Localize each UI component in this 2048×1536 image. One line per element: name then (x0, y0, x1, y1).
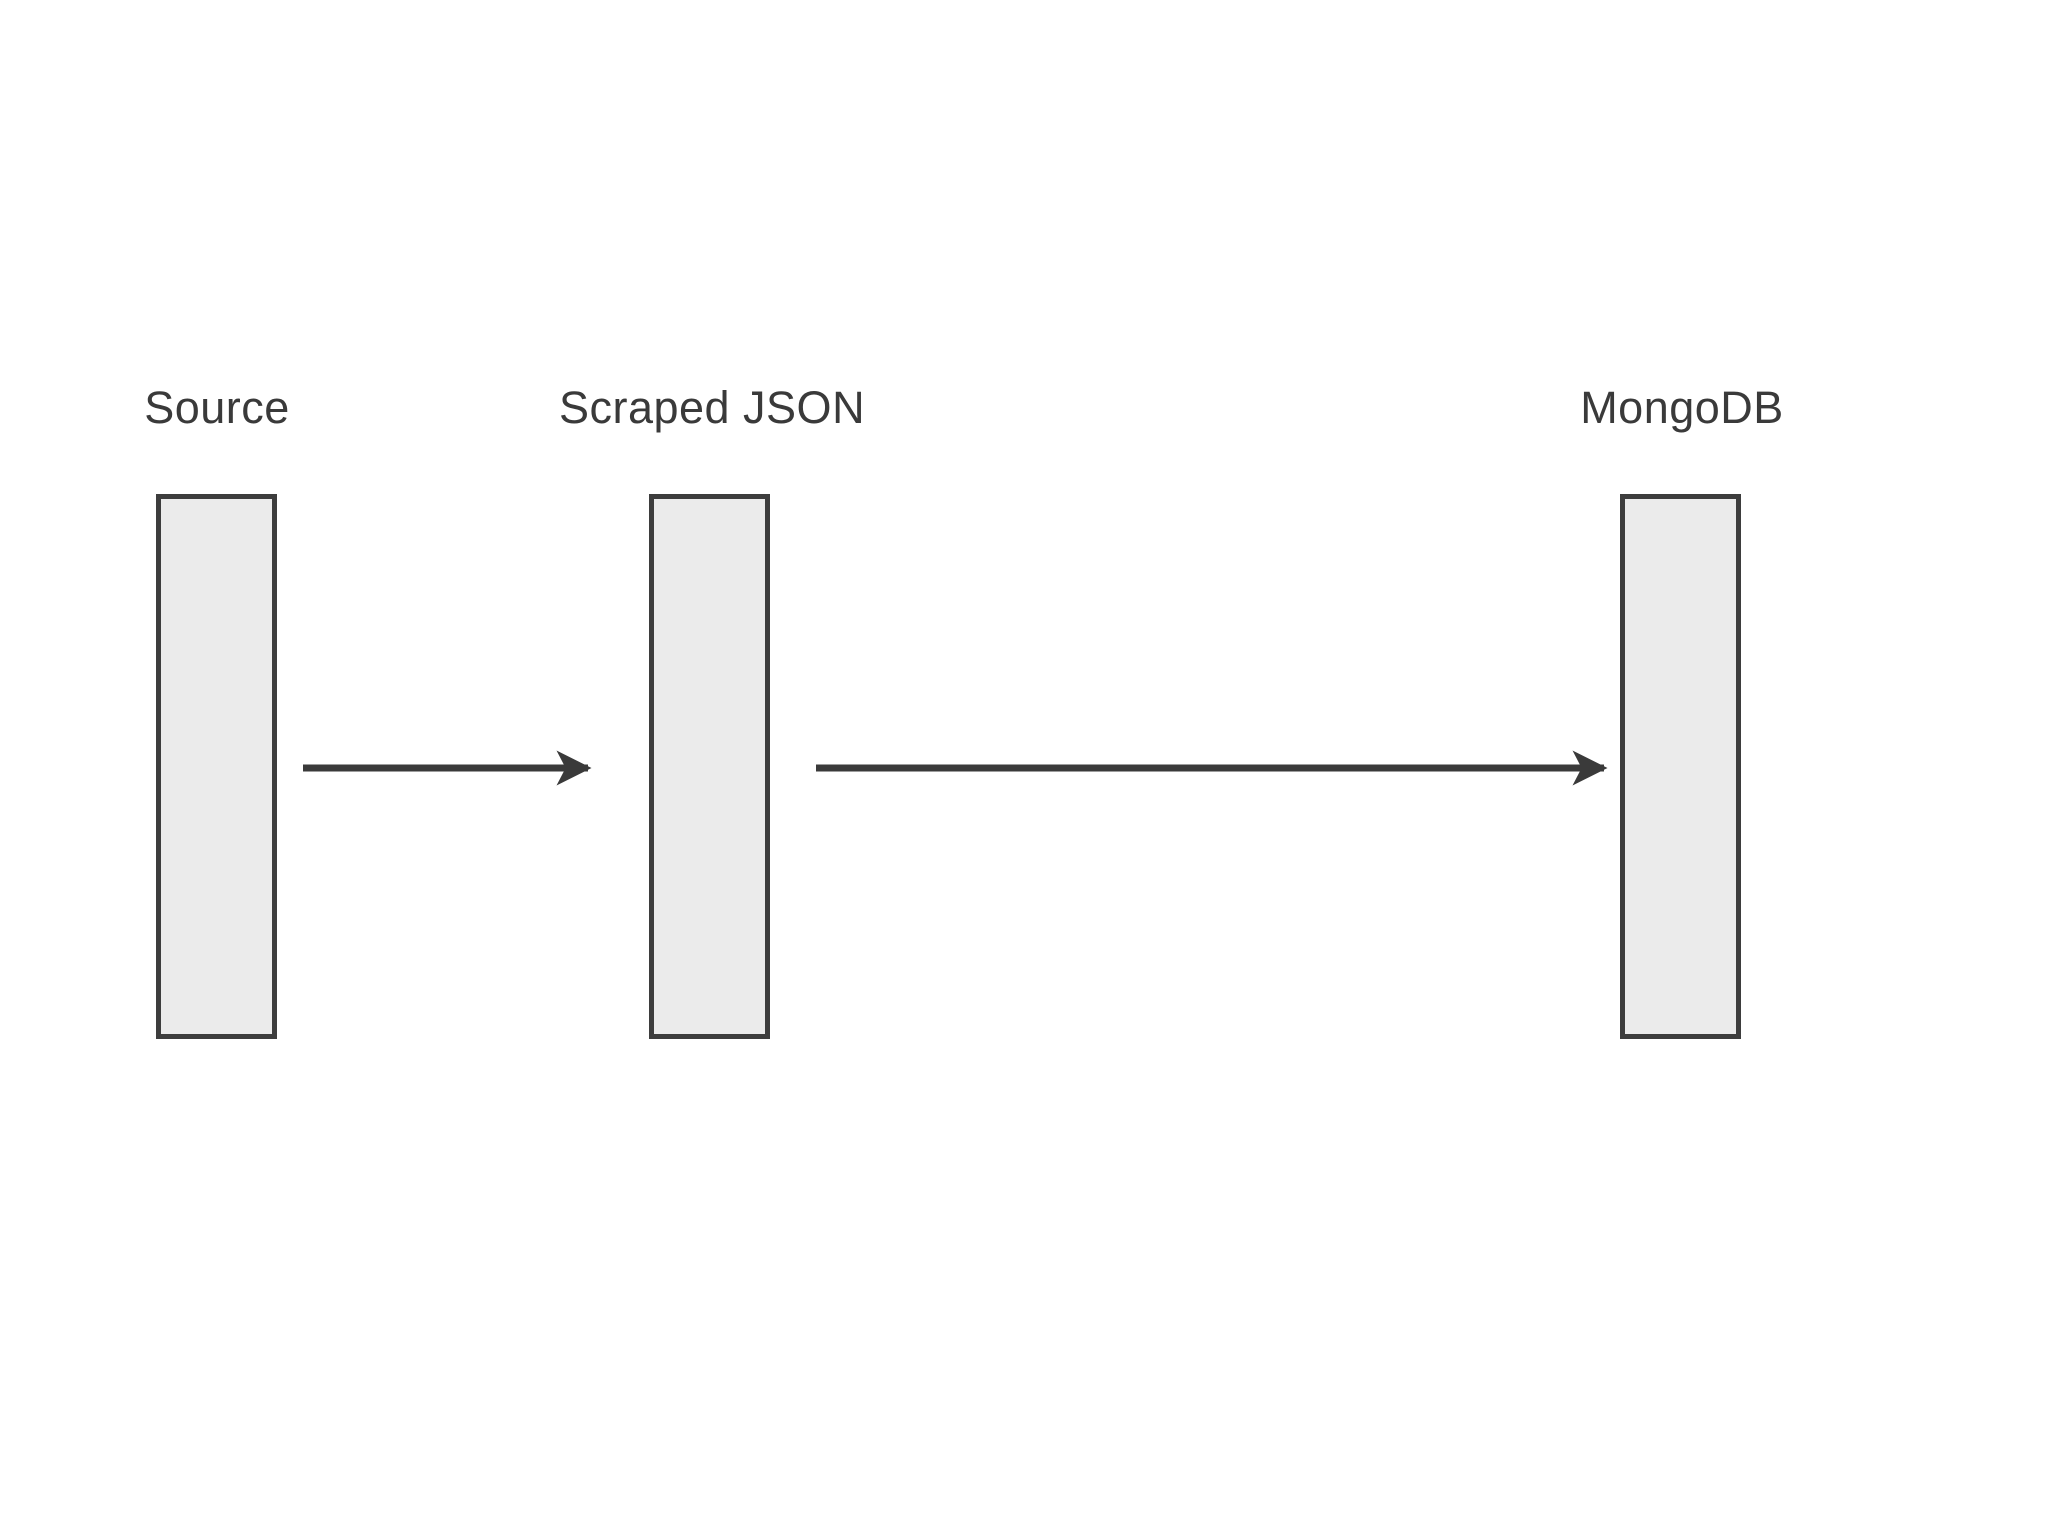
node-label-scraped-json: Scraped JSON (558, 382, 866, 433)
node-box-source (156, 494, 277, 1039)
node-box-scraped-json (649, 494, 770, 1039)
node-label-source: Source (144, 382, 290, 433)
node-box-mongodb (1620, 494, 1741, 1039)
node-label-mongodb: MongoDB (1580, 382, 1784, 433)
